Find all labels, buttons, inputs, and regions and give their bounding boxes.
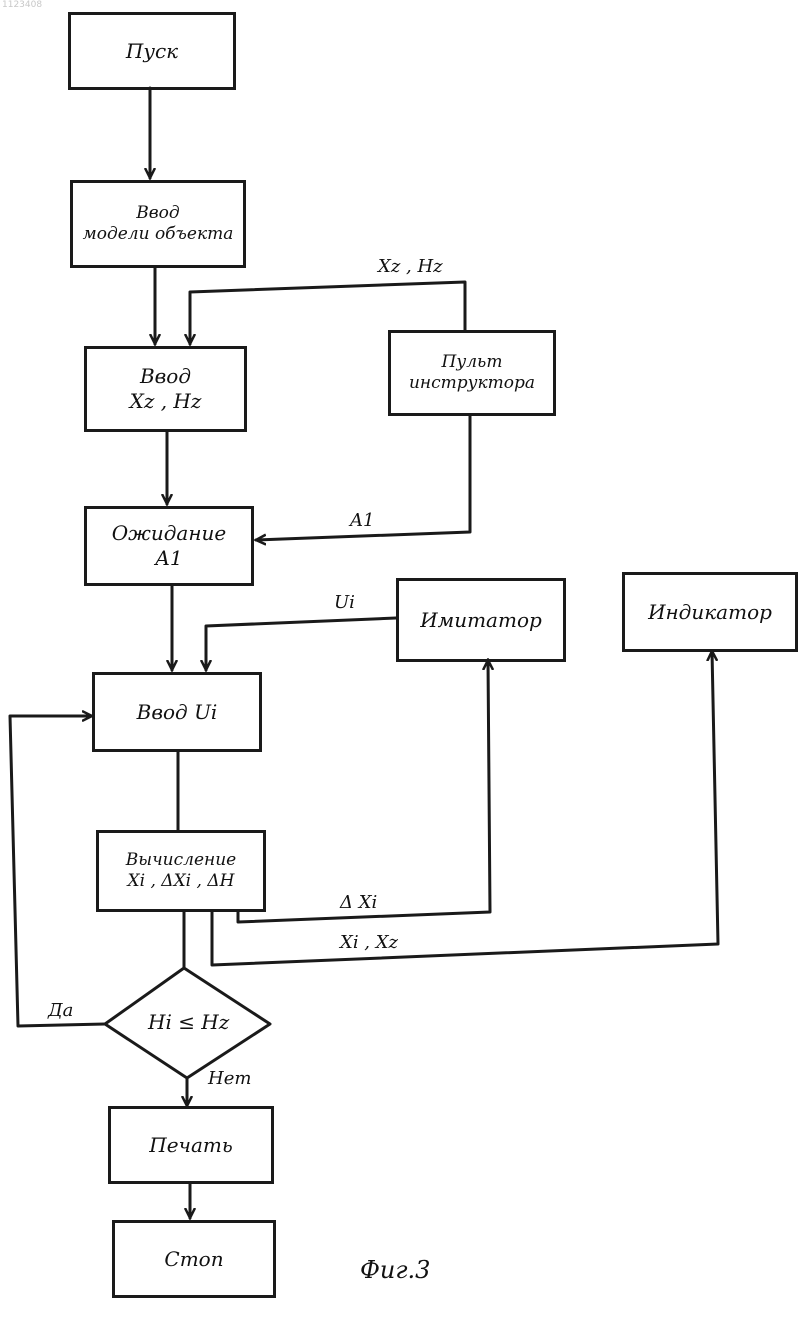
block-indicator: Индикатор	[622, 572, 798, 652]
block-input-ui: Ввод Ui	[92, 672, 262, 752]
block-input-model-line1: Ввод	[136, 203, 179, 224]
block-input-xz-hz: Ввод Xz , Hz	[84, 346, 247, 432]
edge-label-no: Нет	[208, 1068, 251, 1089]
block-instructor-console-line2: инструктора	[409, 373, 535, 394]
block-input-xz-hz-line2: Xz , Hz	[130, 389, 202, 414]
arrow-compute-to-simulator	[238, 660, 490, 922]
edge-label-ui: Ui	[334, 592, 355, 613]
figure-caption: Фиг.3	[360, 1256, 430, 1284]
edge-label-yes: Да	[48, 1000, 73, 1021]
block-input-model-line2: модели объекта	[83, 224, 234, 245]
edge-label-a1: A1	[350, 510, 374, 531]
block-instructor-console: Пульт инструктора	[388, 330, 556, 416]
block-wait-a1-line1: Ожидание	[112, 521, 227, 546]
block-compute-line2: Xi , ΔXi , ΔH	[128, 871, 235, 892]
block-input-xz-hz-line1: Ввод	[140, 364, 191, 389]
arrow-yes-to-input-ui	[10, 716, 105, 1026]
edge-label-xz-hz: Xz , Hz	[378, 256, 443, 277]
block-simulator-label: Имитатор	[420, 608, 542, 633]
block-simulator: Имитатор	[396, 578, 566, 662]
block-stop-label: Стоп	[164, 1247, 223, 1272]
block-indicator-label: Индикатор	[648, 600, 772, 625]
decision-condition: Hi ≤ Hz	[148, 1010, 229, 1034]
edge-label-delta-xi: Δ Xi	[340, 892, 377, 913]
block-stop: Стоп	[112, 1220, 276, 1298]
block-input-ui-label: Ввод Ui	[137, 700, 218, 725]
arrow-compute-to-indicator	[212, 651, 718, 965]
block-instructor-console-line1: Пульт	[442, 352, 503, 373]
block-compute: Вычисление Xi , ΔXi , ΔH	[96, 830, 266, 912]
block-compute-line1: Вычисление	[126, 850, 236, 871]
block-start-label: Пуск	[126, 39, 178, 64]
arrow-simulator-to-input-ui	[206, 618, 396, 670]
block-wait-a1-line2: A1	[155, 546, 182, 571]
block-input-model: Ввод модели объекта	[70, 180, 246, 268]
edge-label-xi-xz: Xi , Xz	[340, 932, 398, 953]
block-start: Пуск	[68, 12, 236, 90]
block-wait-a1: Ожидание A1	[84, 506, 254, 586]
block-print-label: Печать	[149, 1133, 233, 1158]
block-print: Печать	[108, 1106, 274, 1184]
